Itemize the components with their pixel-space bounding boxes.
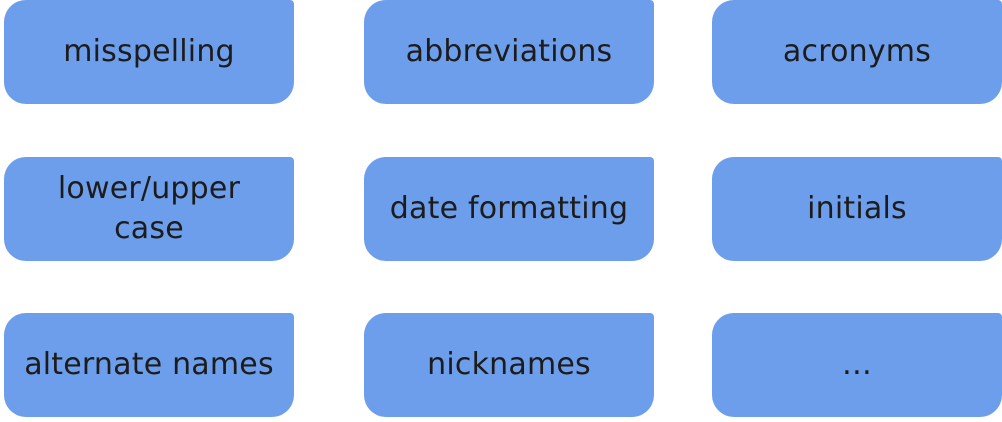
tile-lower-upper-case: lower/upper case — [4, 157, 294, 261]
tile-label: abbreviations — [405, 34, 613, 69]
tile-label: … — [841, 347, 873, 382]
tile-nicknames: nicknames — [364, 313, 654, 417]
tile-misspelling: misspelling — [4, 0, 294, 104]
tile-initials: initials — [712, 157, 1002, 261]
tile-label: alternate names — [24, 347, 274, 382]
tile-label: lower/upper case — [57, 171, 241, 246]
tile-acronyms: acronyms — [712, 0, 1002, 104]
tile-label: nicknames — [427, 347, 591, 382]
tile-label: acronyms — [782, 34, 932, 69]
tile-alternate-names: alternate names — [4, 313, 294, 417]
tile-ellipsis: … — [712, 313, 1002, 417]
tile-abbreviations: abbreviations — [364, 0, 654, 104]
tile-label: date formatting — [389, 191, 629, 226]
tile-label: initials — [807, 191, 907, 226]
tile-date-formatting: date formatting — [364, 157, 654, 261]
tile-label: misspelling — [63, 34, 235, 69]
